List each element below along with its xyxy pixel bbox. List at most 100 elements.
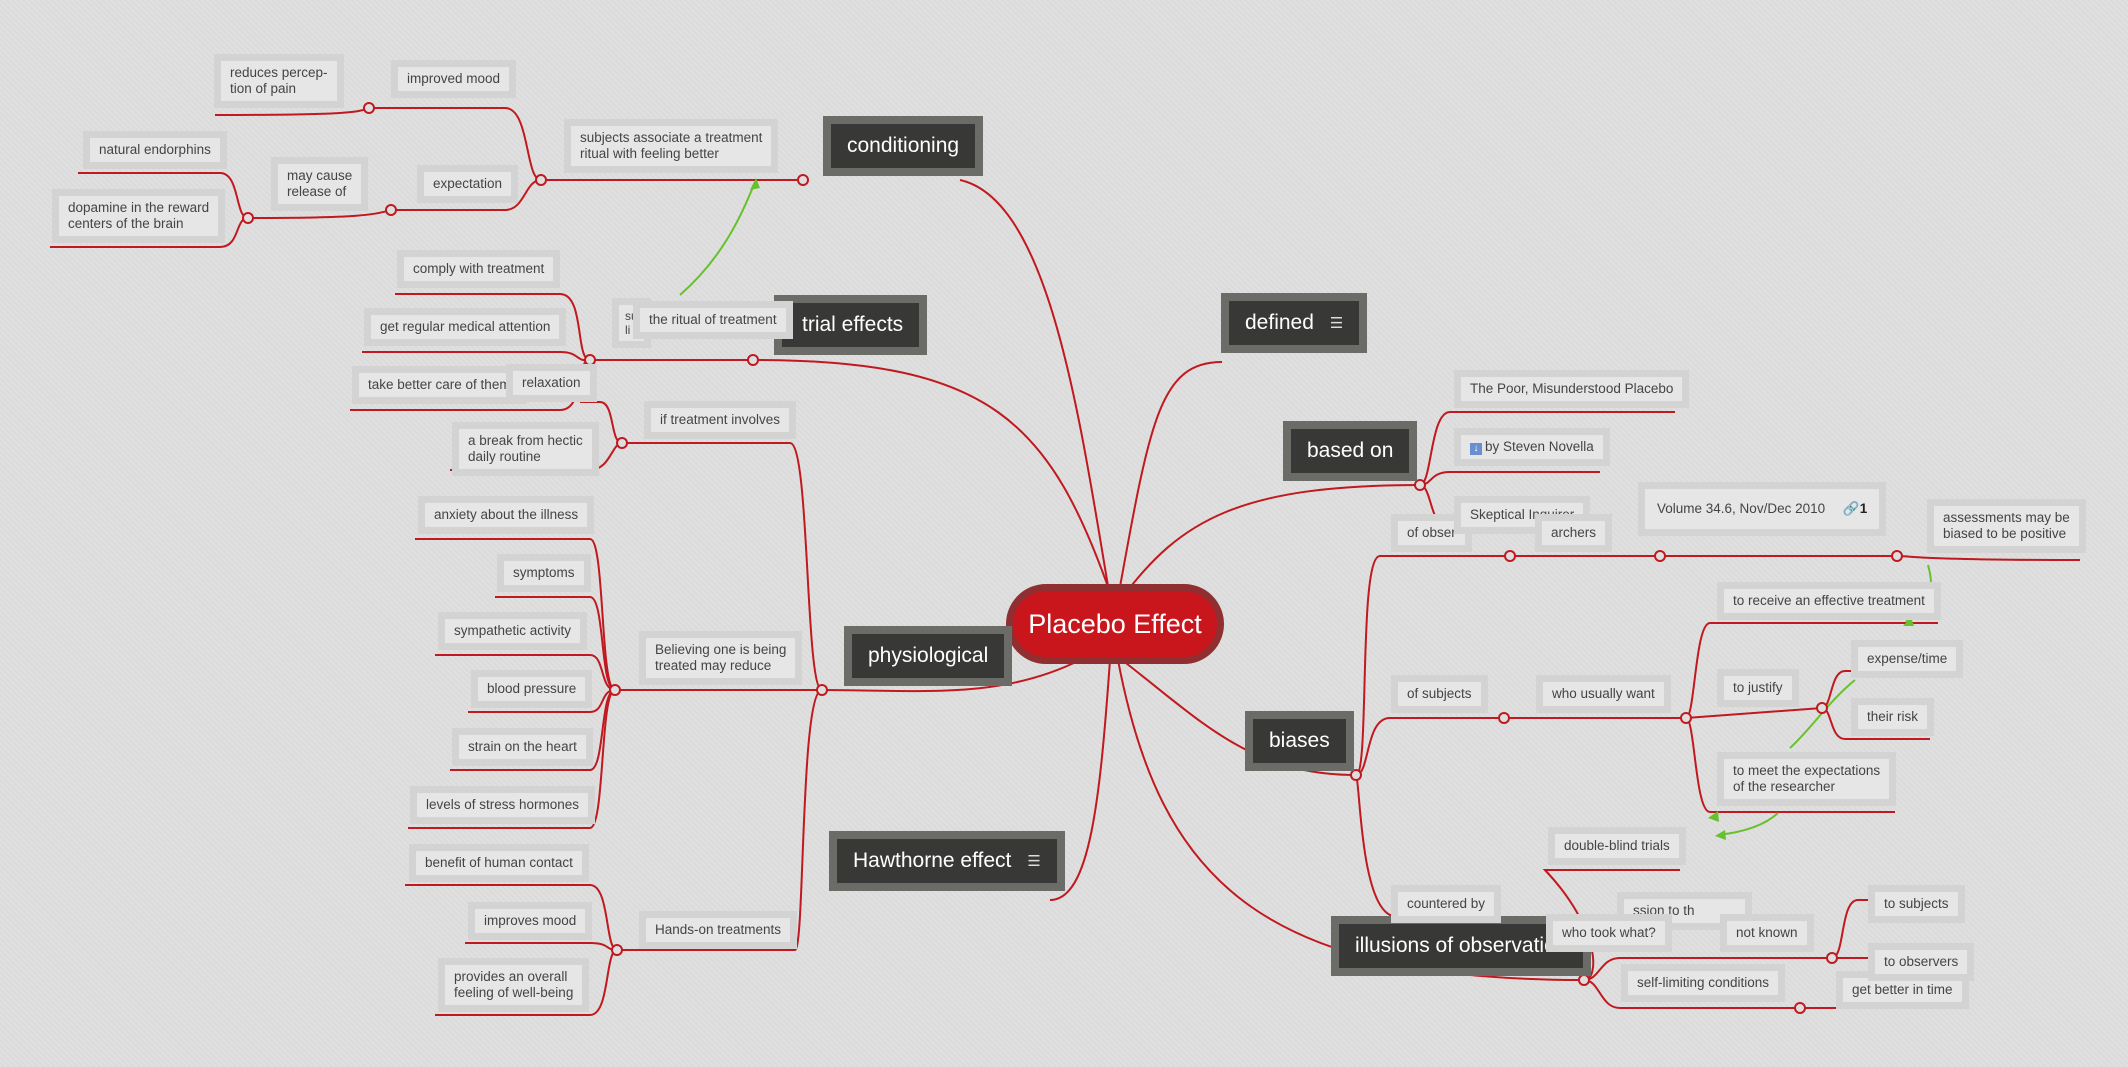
topic-trial-effects[interactable]: trial effects (774, 295, 928, 355)
node-label: Believing one is being treated may reduc… (655, 642, 787, 673)
node-label: to subjects (1884, 896, 1949, 911)
node-to-justify[interactable]: to justify (1717, 669, 1799, 707)
node-wellbeing[interactable]: provides an overall feeling of well-bein… (438, 958, 590, 1012)
node-label: expense/time (1867, 651, 1948, 666)
topic-label: defined (1245, 311, 1314, 334)
node-label: The Poor, Misunderstood Placebo (1470, 381, 1674, 396)
node-if-treatment-involves[interactable]: if treatment involves (644, 401, 797, 439)
node-label: reduces percep- tion of pain (230, 65, 328, 96)
node-label: archers (1551, 525, 1597, 540)
node-subjects-associate[interactable]: subjects associate a treatment ritual wi… (564, 119, 779, 173)
node-sympathetic-activity[interactable]: sympathetic activity (438, 612, 588, 650)
node-their-risk[interactable]: their risk (1851, 698, 1935, 736)
node-label: double-blind trials (1564, 838, 1670, 853)
node-label: if treatment involves (660, 412, 781, 427)
topic-label: conditioning (847, 134, 960, 157)
node-may-cause[interactable]: may cause release of (271, 157, 369, 211)
node-stress-hormones[interactable]: levels of stress hormones (410, 786, 596, 824)
node-to-observers[interactable]: to observers (1868, 943, 1975, 981)
topic-biases[interactable]: biases (1245, 711, 1354, 771)
node-poor-placebo[interactable]: The Poor, Misunderstood Placebo (1454, 370, 1690, 408)
node-expectation[interactable]: expectation (417, 165, 519, 203)
link-icon[interactable]: 🔗 (1842, 501, 1860, 516)
node-label: improved mood (407, 71, 501, 86)
node-dopamine[interactable]: dopamine in the reward centers of the br… (52, 189, 226, 243)
node-countered-by[interactable]: countered by (1391, 885, 1502, 923)
node-natural-endorphins[interactable]: natural endorphins (83, 131, 227, 169)
notes-icon[interactable]: ☰ (1329, 314, 1344, 332)
node-label: comply with treatment (413, 261, 545, 276)
node-label: expectation (433, 176, 503, 191)
node-human-contact[interactable]: benefit of human contact (409, 844, 589, 882)
topic-based-on[interactable]: based on (1283, 421, 1418, 481)
node-label: improves mood (484, 913, 577, 928)
node-label: strain on the heart (468, 739, 577, 754)
link-count: 1 (1859, 501, 1868, 516)
node-label: of obser (1407, 525, 1456, 540)
topic-physiological[interactable]: physiological (844, 626, 1013, 686)
node-label: get regular medical attention (380, 319, 551, 334)
node-improves-mood[interactable]: improves mood (468, 902, 593, 940)
node-label: levels of stress hormones (426, 797, 580, 812)
node-anxiety[interactable]: anxiety about the illness (418, 496, 595, 534)
node-label: benefit of human contact (425, 855, 573, 870)
node-label: to receive an effective treatment (1733, 593, 1925, 608)
node-label: natural endorphins (99, 142, 211, 157)
node-label: dopamine in the reward centers of the br… (68, 200, 210, 231)
node-comply-treatment[interactable]: comply with treatment (397, 250, 561, 288)
node-label: to justify (1733, 680, 1783, 695)
node-label: relaxation (522, 375, 581, 390)
node-not-known[interactable]: not known (1720, 914, 1814, 952)
node-expense-time[interactable]: expense/time (1851, 640, 1964, 678)
node-who-usually-want[interactable]: who usually want (1536, 675, 1671, 713)
node-self-limiting[interactable]: self-limiting conditions (1621, 964, 1786, 1002)
node-label: provides an overall feeling of well-bein… (454, 969, 574, 1000)
notes-icon[interactable]: ☰ (1027, 852, 1041, 870)
node-label: to meet the expectations of the research… (1733, 763, 1881, 794)
node-effective-treatment[interactable]: to receive an effective treatment (1717, 582, 1941, 620)
node-label: their risk (1867, 709, 1919, 724)
node-relaxation[interactable]: relaxation (506, 364, 597, 402)
topic-label: trial effects (802, 313, 904, 336)
node-label: sympathetic activity (454, 623, 572, 638)
node-ritual-of-treatment[interactable]: the ritual of treatment (633, 301, 793, 339)
node-label: who took what? (1562, 925, 1656, 940)
node-label: Hands-on treatments (655, 922, 782, 937)
node-break-routine[interactable]: a break from hectic daily routine (452, 422, 599, 476)
node-label: by Steven Novella (1485, 439, 1594, 454)
topic-defined[interactable]: defined ☰ (1221, 293, 1368, 353)
node-believing[interactable]: Believing one is being treated may reduc… (639, 631, 803, 685)
node-who-took-what[interactable]: who took what? (1546, 914, 1672, 952)
node-hands-on[interactable]: Hands-on treatments (639, 911, 798, 949)
node-researchers-partial[interactable]: archers (1535, 514, 1613, 552)
node-label: who usually want (1552, 686, 1655, 701)
node-label: of subjects (1407, 686, 1472, 701)
node-label: the ritual of treatment (649, 312, 777, 327)
node-reduces-pain[interactable]: reduces percep- tion of pain (214, 54, 344, 108)
topic-label: illusions of observation (1355, 934, 1568, 957)
node-strain-heart[interactable]: strain on the heart (452, 728, 593, 766)
node-label: a break from hectic daily routine (468, 433, 583, 464)
node-label: subjects associate a treatment ritual wi… (580, 130, 763, 161)
node-label: to observers (1884, 954, 1959, 969)
central-topic[interactable]: Placebo Effect (1006, 584, 1224, 664)
download-icon: ↓ (1470, 443, 1482, 455)
node-assessments-biased[interactable]: assessments may be biased to be positive (1927, 499, 2086, 553)
node-double-blind[interactable]: double-blind trials (1548, 827, 1686, 865)
node-meet-expectations[interactable]: to meet the expectations of the research… (1717, 752, 1897, 806)
topic-hawthorne-effect[interactable]: Hawthorne effect ☰ (829, 831, 1065, 891)
node-volume[interactable]: Volume 34.6, Nov/Dec 2010 🔗1 (1638, 482, 1887, 536)
node-improved-mood[interactable]: improved mood (391, 60, 517, 98)
node-take-better-care[interactable]: take better care of them (352, 366, 527, 404)
node-label: countered by (1407, 896, 1486, 911)
node-regular-attention[interactable]: get regular medical attention (364, 308, 567, 346)
node-of-subjects[interactable]: of subjects (1391, 675, 1488, 713)
topic-conditioning[interactable]: conditioning (823, 116, 984, 176)
node-novella[interactable]: ↓by Steven Novella (1454, 428, 1610, 466)
node-label: take better care of them (368, 377, 511, 392)
node-to-subjects[interactable]: to subjects (1868, 885, 1965, 923)
node-label: blood pressure (487, 681, 577, 696)
central-topic-label: Placebo Effect (1028, 608, 1202, 639)
node-symptoms[interactable]: symptoms (497, 554, 591, 592)
node-blood-pressure[interactable]: blood pressure (471, 670, 593, 708)
